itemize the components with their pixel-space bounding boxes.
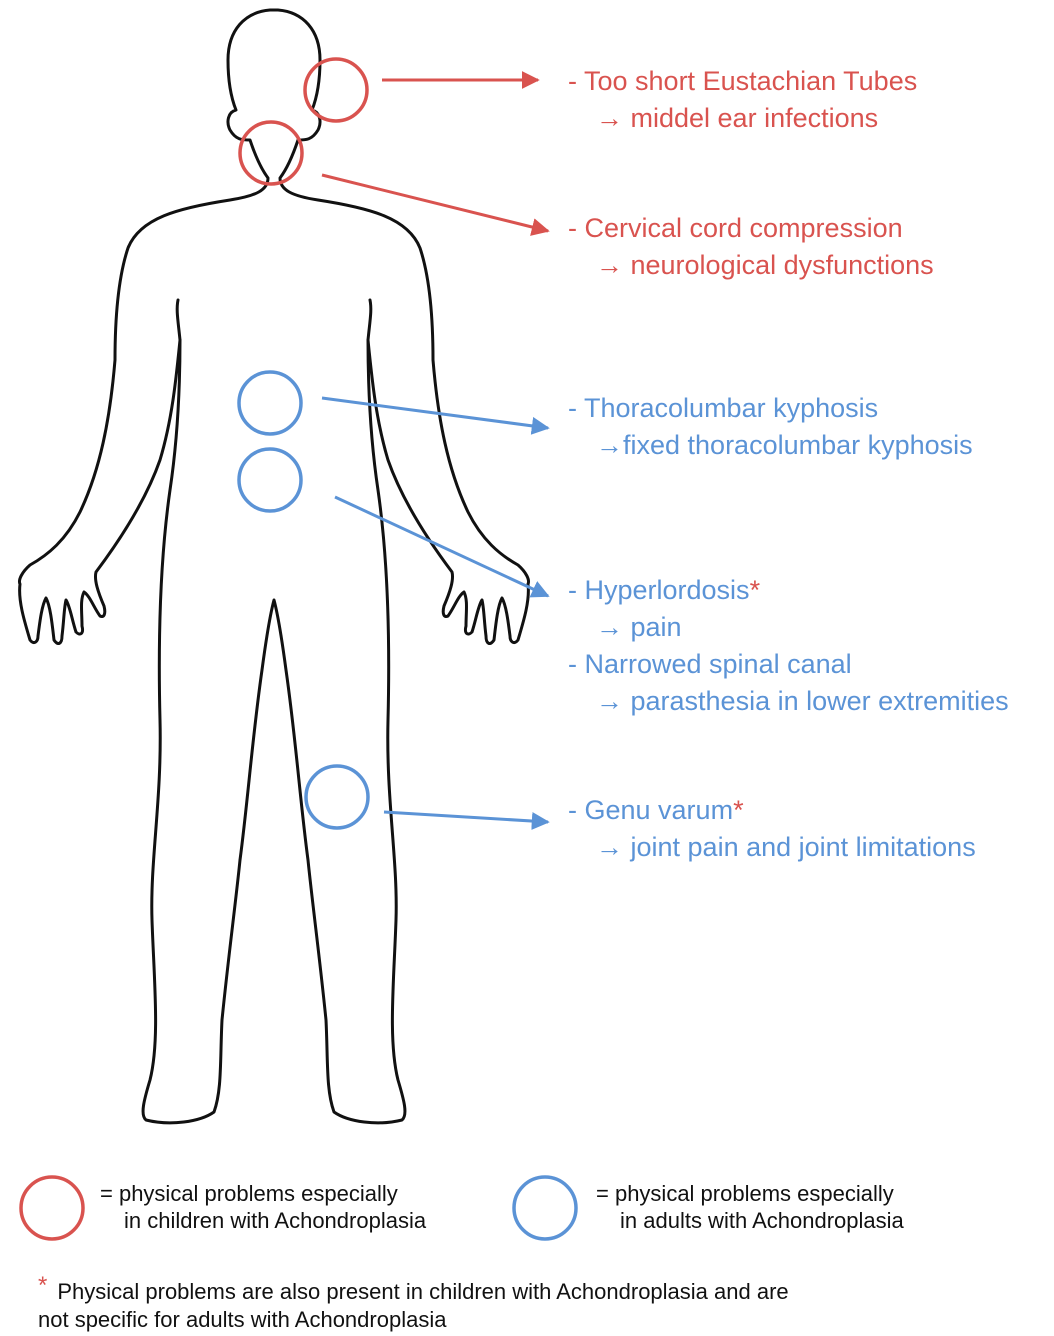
- hyperlordosis-arrow: [335, 497, 548, 596]
- legend-children-circle: [21, 1177, 83, 1239]
- eustachian-annotation: - Too short Eustachian Tubes → middel ea…: [568, 63, 917, 137]
- lower-spine-marker-circle: [239, 449, 301, 511]
- hyperlordosis-consequence: → pain: [568, 609, 1009, 646]
- ear-marker-circle: [305, 59, 367, 121]
- eustachian-consequence: → middel ear infections: [568, 100, 917, 137]
- legend-adults-line1: = physical problems especially: [596, 1180, 904, 1207]
- thoracolumbar-consequence: →fixed thoracolumbar kyphosis: [568, 427, 973, 464]
- legend-children-text: = physical problems especially in childr…: [100, 1180, 426, 1234]
- legend-adults-circle: [514, 1177, 576, 1239]
- hyperlordosis-asterisk: *: [750, 575, 761, 605]
- cervical-title: - Cervical cord compression: [568, 210, 934, 247]
- genu-title: - Genu varum: [568, 795, 733, 825]
- hyperlordosis-annotation: - Hyperlordosis* → pain - Narrowed spina…: [568, 572, 1009, 720]
- legend-children-line1: = physical problems especially: [100, 1180, 426, 1207]
- footnote: *Physical problems are also present in c…: [38, 1278, 789, 1334]
- thoracolumbar-arrow: [322, 398, 548, 428]
- knee-marker-circle: [306, 766, 368, 828]
- genu-asterisk: *: [733, 795, 744, 825]
- spinal-canal-title: - Narrowed spinal canal: [568, 646, 1009, 683]
- cervical-consequence: → neurological dysfunctions: [568, 247, 934, 284]
- body-outline: [19, 10, 528, 1123]
- genu-arrow: [384, 812, 548, 822]
- legend-adults-text: = physical problems especially in adults…: [596, 1180, 904, 1234]
- footnote-line2: not specific for adults with Achondropla…: [38, 1306, 789, 1334]
- genu-consequence: → joint pain and joint limitations: [568, 829, 976, 866]
- spinal-canal-consequence: → parasthesia in lower extremities: [568, 683, 1009, 720]
- legend-children-line2: in children with Achondroplasia: [100, 1207, 426, 1234]
- thoracolumbar-annotation: - Thoracolumbar kyphosis →fixed thoracol…: [568, 390, 973, 464]
- genu-annotation: - Genu varum* → joint pain and joint lim…: [568, 792, 976, 866]
- upper-spine-marker-circle: [239, 372, 301, 434]
- legend-adults-line2: in adults with Achondroplasia: [596, 1207, 904, 1234]
- footnote-line1: Physical problems are also present in ch…: [57, 1279, 788, 1304]
- thoracolumbar-title: - Thoracolumbar kyphosis: [568, 390, 973, 427]
- cervical-annotation: - Cervical cord compression → neurologic…: [568, 210, 934, 284]
- footnote-asterisk: *: [38, 1272, 47, 1299]
- hyperlordosis-title: - Hyperlordosis: [568, 575, 750, 605]
- cervical-arrow: [322, 175, 548, 231]
- eustachian-title: - Too short Eustachian Tubes: [568, 63, 917, 100]
